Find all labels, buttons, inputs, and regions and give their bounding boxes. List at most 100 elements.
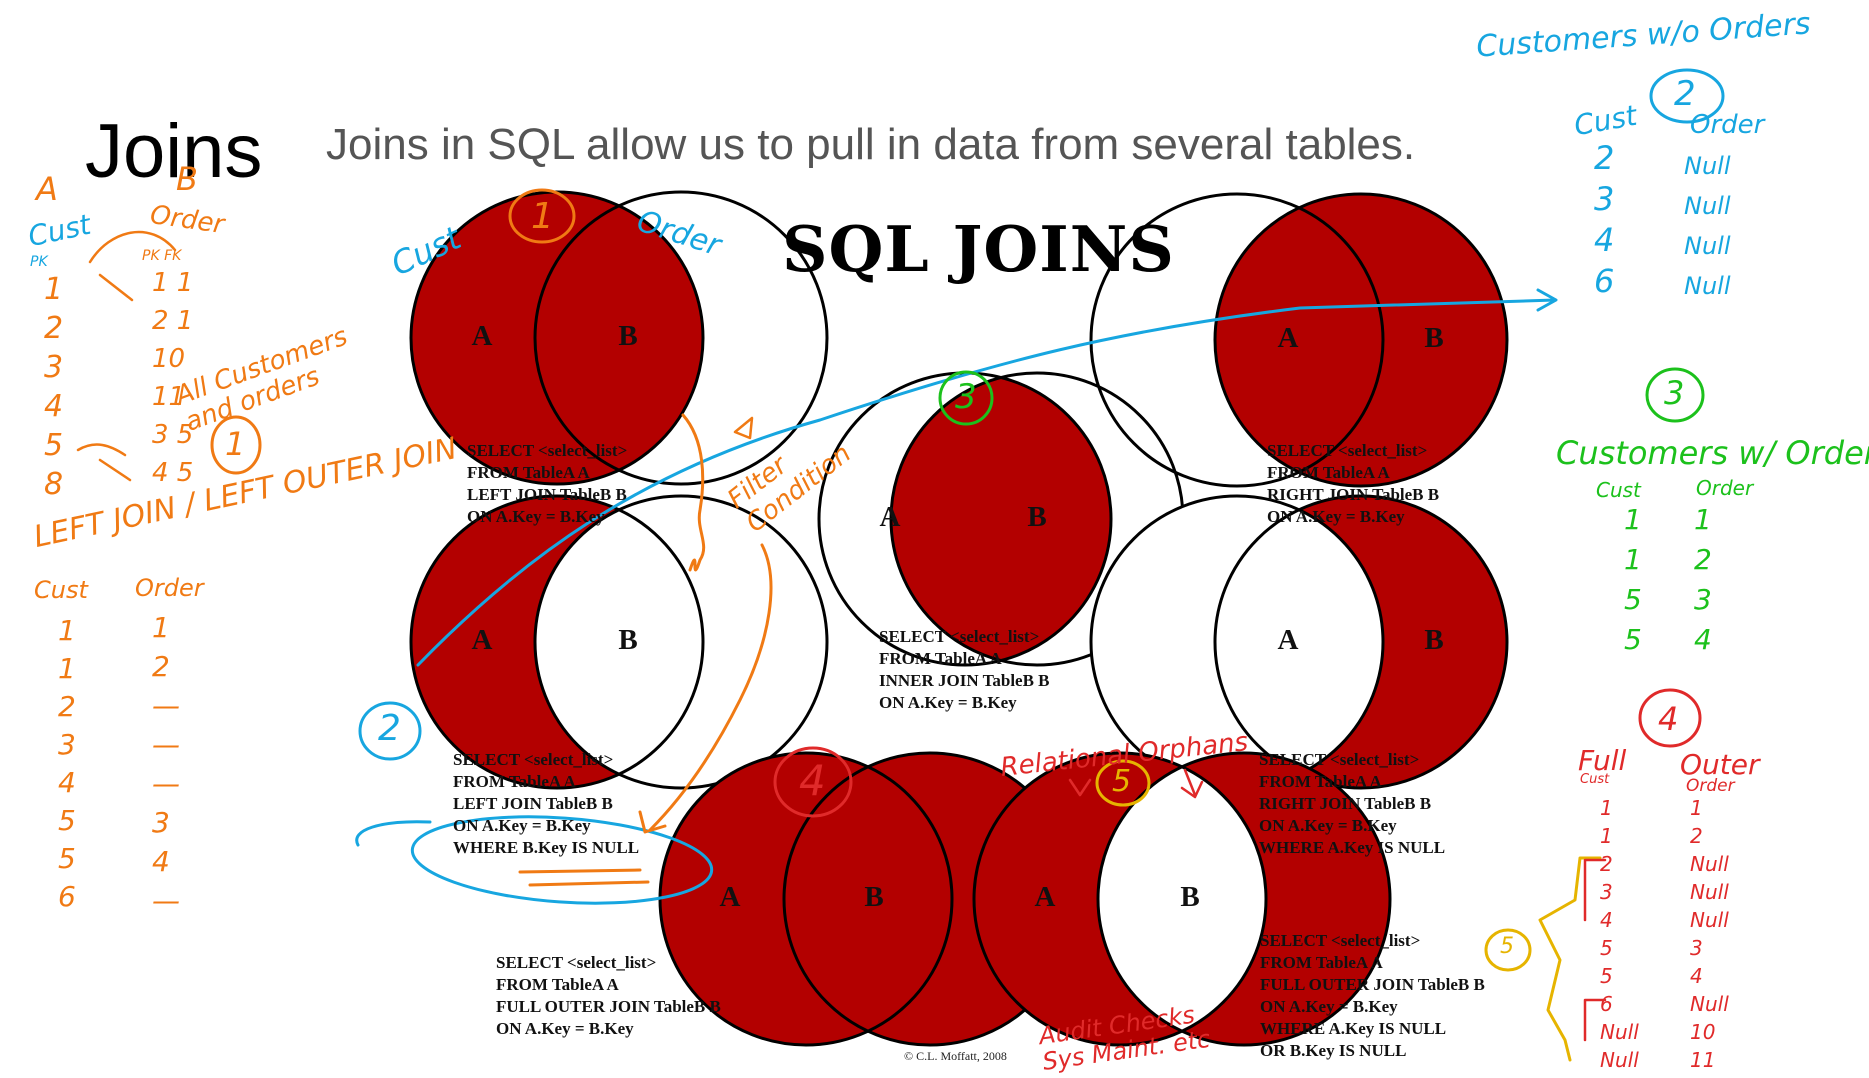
set-b-outline bbox=[533, 190, 829, 486]
cust-value: 3 bbox=[44, 350, 64, 385]
badge-4: 4 bbox=[799, 756, 826, 805]
result-cust-value: 4 bbox=[58, 766, 76, 799]
badge-2: 2 bbox=[378, 708, 401, 749]
order-value: 2 1 bbox=[152, 306, 194, 336]
copyright-credit: © C.L. Moffatt, 2008 bbox=[904, 1049, 1007, 1063]
note-customers-with-orders: Customers w/ Orders bbox=[1556, 434, 1869, 472]
badge-circles bbox=[210, 68, 1725, 972]
blue-arrow-stroke bbox=[416, 298, 1557, 667]
venn-left-only-join bbox=[409, 494, 829, 790]
set-a-outline bbox=[972, 751, 1268, 1047]
set-b-outline bbox=[1096, 751, 1392, 1047]
wo-order-value: Null bbox=[1684, 152, 1731, 180]
result-cust-value: 5 bbox=[58, 842, 76, 875]
venn-full-outer-only-join bbox=[972, 751, 1392, 1047]
note-b-label: B bbox=[176, 160, 198, 198]
note-a-label: A bbox=[36, 170, 58, 208]
full-cust-value: 6 bbox=[1600, 992, 1613, 1016]
query-line: RIGHT JOIN TableB B bbox=[1259, 794, 1432, 813]
full-order-value: Null bbox=[1690, 880, 1729, 904]
query-right-join: SELECT <select_list> FROM TableA A RIGHT… bbox=[1267, 440, 1439, 528]
set-b-label: B bbox=[618, 624, 638, 656]
note-full-order-header: Order bbox=[1686, 776, 1735, 796]
order-value: 3 5 bbox=[152, 420, 194, 450]
cust-value: 4 bbox=[44, 389, 64, 424]
query-inner-join: SELECT <select_list> FROM TableA A INNER… bbox=[879, 626, 1050, 714]
result-order-value: 1 bbox=[152, 611, 170, 644]
wo-order-value: Null bbox=[1684, 232, 1731, 260]
query-line: ON A.Key = B.Key bbox=[1267, 507, 1405, 526]
full-cust-value: 1 bbox=[1600, 796, 1613, 820]
result-order-value: 4 bbox=[152, 845, 170, 878]
orange-connector-1 bbox=[98, 273, 134, 302]
full-cust-value: 4 bbox=[1600, 908, 1613, 932]
note-pk-label: PK bbox=[30, 254, 48, 270]
query-line: ON A.Key = B.Key bbox=[1259, 816, 1397, 835]
set-a-label: A bbox=[879, 501, 901, 533]
note-result-order-values: 1 2 — — — 3 4 — bbox=[152, 608, 180, 920]
query-line: SELECT <select_list> bbox=[453, 750, 614, 769]
orange-triangle bbox=[733, 416, 754, 440]
orange-brace bbox=[681, 413, 706, 572]
note-wo-order-values: Null Null Null Null bbox=[1684, 146, 1731, 306]
orange-arrow bbox=[648, 543, 773, 832]
blue-arrowhead bbox=[1536, 288, 1558, 312]
query-line: FROM TableA A bbox=[496, 975, 619, 994]
set-b-region bbox=[1215, 194, 1507, 486]
query-line: ON A.Key = B.Key bbox=[496, 1019, 634, 1038]
yellow-brace bbox=[1538, 856, 1602, 1062]
w-order-value: 4 bbox=[1694, 623, 1712, 656]
note-w-order-values: 1 2 3 4 bbox=[1694, 500, 1712, 660]
red-check-arrow-2 bbox=[1180, 768, 1204, 799]
wo-cust-value: 3 bbox=[1594, 180, 1615, 218]
set-a-label: A bbox=[1034, 881, 1056, 913]
note-badge-2-right: 2 bbox=[1674, 74, 1696, 114]
note-wo-order-header: Order bbox=[1690, 110, 1765, 140]
w-cust-value: 5 bbox=[1624, 583, 1642, 616]
query-line: FROM TableA A bbox=[1259, 772, 1382, 791]
note-result-cust-header: Cust bbox=[34, 576, 88, 604]
note-badge-4-right: 4 bbox=[1658, 700, 1679, 738]
set-a-region bbox=[411, 192, 703, 484]
order-value: 10 bbox=[152, 344, 186, 374]
query-left-only-join: SELECT <select_list> FROM TableA A LEFT … bbox=[453, 749, 639, 859]
note-full-cust-header: Cust bbox=[1580, 772, 1610, 787]
set-b-outline bbox=[1213, 192, 1509, 488]
query-full-outer-only-join: SELECT <select_list> FROM TableA A FULL … bbox=[1260, 930, 1485, 1062]
query-line: WHERE B.Key IS NULL bbox=[453, 838, 640, 857]
note-pk-fk-label: PK FK bbox=[142, 248, 182, 264]
result-order-value: 3 bbox=[152, 806, 170, 839]
orange-badge-1-ring bbox=[508, 188, 576, 244]
full-order-value: 10 bbox=[1690, 1020, 1716, 1044]
set-a-outline bbox=[1089, 192, 1385, 488]
w-cust-value: 1 bbox=[1624, 543, 1642, 576]
full-order-value: Null bbox=[1690, 852, 1729, 876]
query-line: ON A.Key = B.Key bbox=[1260, 997, 1398, 1016]
set-b-label: B bbox=[1424, 322, 1444, 354]
result-cust-value: 6 bbox=[58, 880, 76, 913]
query-line: FROM TableA A bbox=[879, 649, 1002, 668]
red-check-arrow-1 bbox=[1068, 778, 1092, 797]
note-badge-3-right: 3 bbox=[1664, 374, 1685, 412]
note-result-order-header: Order bbox=[135, 574, 204, 602]
red-badge-right-ring bbox=[1638, 688, 1702, 748]
set-b-label: B bbox=[1027, 501, 1047, 533]
note-full-cust-values: 1 1 2 3 4 5 5 6 Null Null bbox=[1600, 794, 1639, 1074]
wo-order-value: Null bbox=[1684, 192, 1731, 220]
venn-right-only-join bbox=[1089, 494, 1509, 790]
red-bracket-1 bbox=[1583, 858, 1607, 922]
query-line: LEFT JOIN TableB B bbox=[453, 794, 613, 813]
query-line: FROM TableA A bbox=[1267, 463, 1390, 482]
wo-cust-value: 2 bbox=[1594, 139, 1615, 177]
query-line: SELECT <select_list> bbox=[1259, 750, 1420, 769]
query-line: SELECT <select_list> bbox=[1260, 931, 1421, 950]
query-line: SELECT <select_list> bbox=[496, 953, 657, 972]
query-line: FROM TableA A bbox=[467, 463, 590, 482]
badge-1: 1 bbox=[531, 196, 554, 237]
set-a-label: A bbox=[471, 624, 493, 656]
full-order-value: 2 bbox=[1690, 824, 1703, 848]
set-a-label: A bbox=[719, 881, 741, 913]
query-line: FROM TableA A bbox=[453, 772, 576, 791]
blue-oval bbox=[410, 815, 714, 905]
wo-cust-value: 4 bbox=[1594, 221, 1615, 259]
